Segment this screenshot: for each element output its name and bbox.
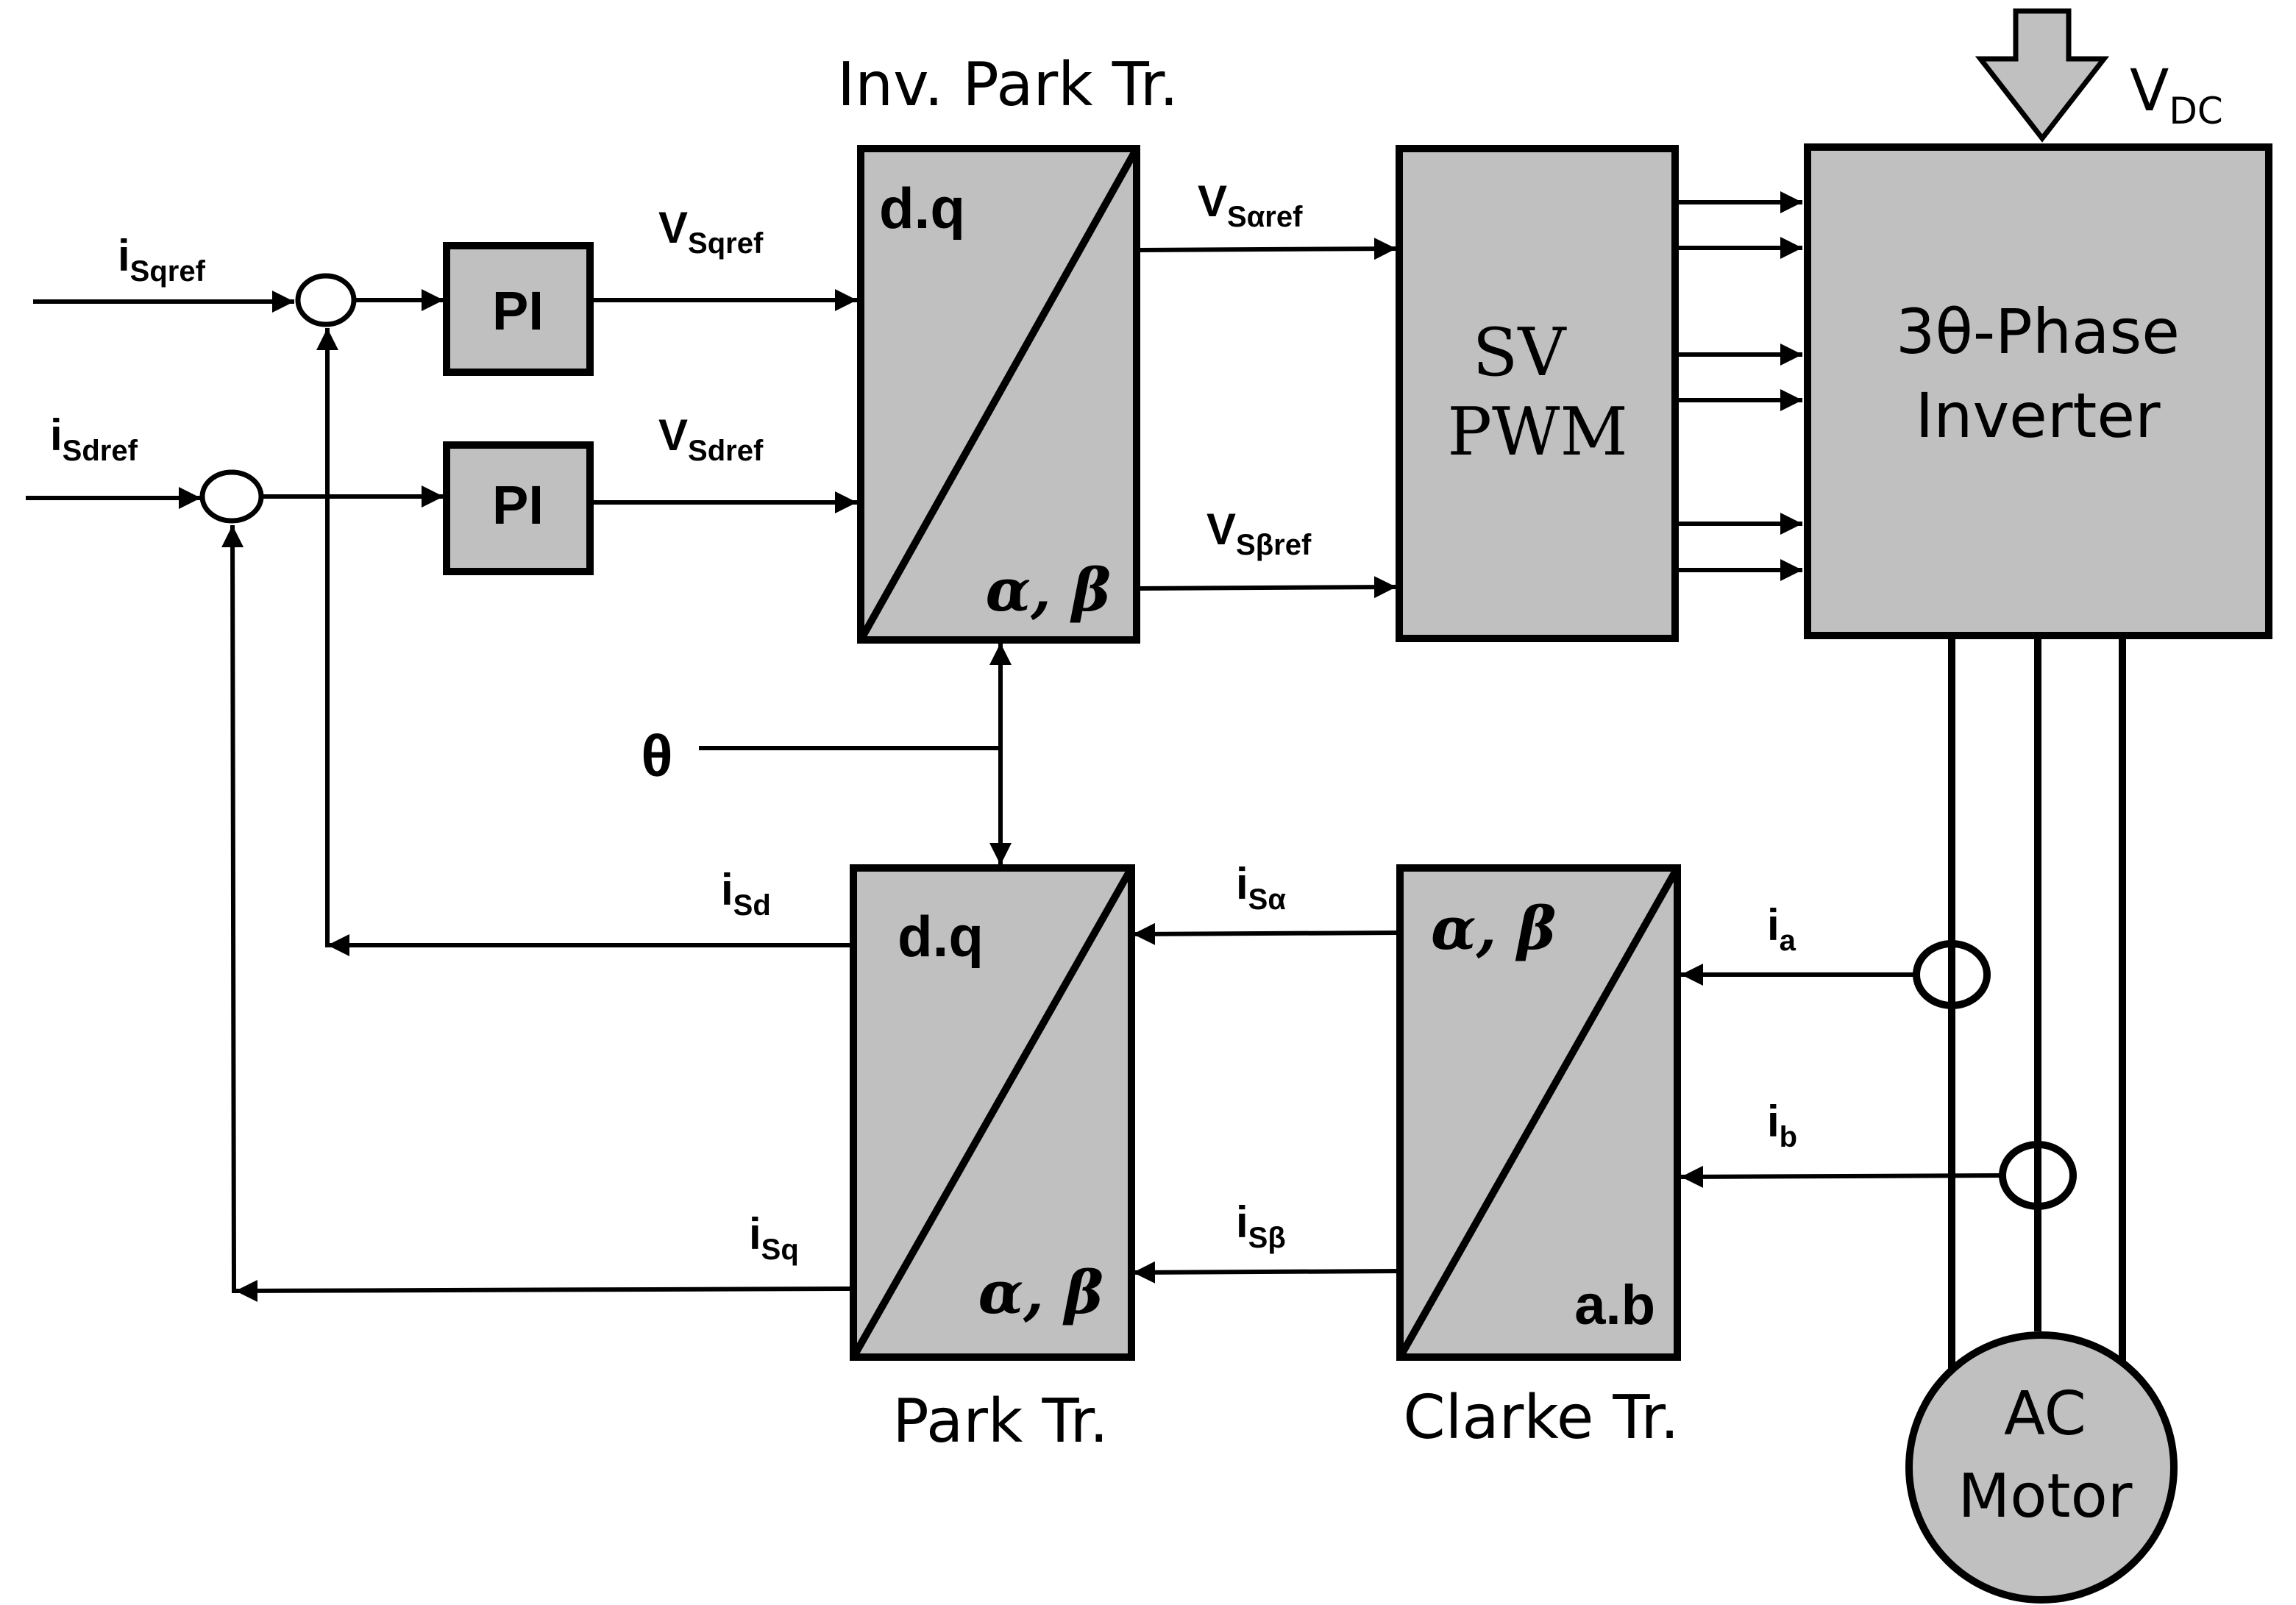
vsalpharef-line	[1136, 238, 1397, 260]
pi-q-label: PI	[492, 280, 544, 341]
inverter-line1: 3θ-Phase	[1896, 296, 2180, 368]
isd-label: iSd	[721, 865, 771, 922]
isalpha-line	[1132, 922, 1401, 945]
pi-block-d	[443, 441, 594, 575]
isd-feedback-line	[316, 328, 857, 947]
park-diagonal	[850, 866, 1135, 1359]
ib-label: ib	[1767, 1097, 1797, 1153]
vsbetaref-label: VSβref	[1206, 505, 1312, 561]
clarke-top-label: α, β	[1431, 894, 1556, 963]
motor-line2: Motor	[1958, 1462, 2133, 1531]
theta-label: θ	[641, 723, 672, 789]
inv-park-bottom-label: α, β	[986, 555, 1111, 624]
ib-line	[1680, 1165, 2002, 1188]
inverter-block	[1804, 143, 2272, 639]
sum-junction-d	[199, 469, 264, 524]
svpwm-line1: SV	[1473, 314, 1568, 391]
motor-line1: AC	[2004, 1379, 2086, 1449]
vdc-label: VDC	[2130, 58, 2223, 132]
isbeta-label: iSβ	[1236, 1197, 1286, 1254]
isalpha-label: iSα	[1236, 859, 1286, 916]
park-caption: Park Tr.	[892, 1387, 1109, 1456]
isbeta-line	[1132, 1261, 1401, 1284]
isq-feedback-line	[221, 524, 854, 1294]
park-bottom-label: α, β	[978, 1258, 1103, 1327]
svpwm-line2: PWM	[1447, 394, 1627, 471]
vsqref-label: VSqref	[658, 203, 764, 260]
vsalpharef-label: VSαref	[1198, 177, 1303, 233]
pi-block-q	[443, 242, 594, 376]
ac-motor	[1905, 1331, 2178, 1604]
isqref-label: iSqref	[118, 231, 206, 288]
inv-park-diagonal	[857, 146, 1140, 642]
current-sensor-a	[1913, 940, 1991, 1009]
inv-park-top-label: d.q	[879, 176, 965, 241]
vsbetaref-line	[1136, 576, 1397, 599]
vsdref-label: VSdref	[658, 410, 764, 467]
clarke-bottom-label: a.b	[1574, 1274, 1655, 1337]
isdref-label: iSdref	[50, 410, 138, 467]
pi-d-label: PI	[492, 474, 544, 535]
park-top-label: d.q	[898, 904, 984, 969]
current-sensor-b	[1999, 1141, 2077, 1210]
vdc-arrow-icon	[1975, 8, 2110, 143]
svpwm-block	[1396, 145, 1679, 642]
clarke-diagonal	[1396, 866, 1681, 1359]
inv-park-caption: Inv. Park Tr.	[837, 50, 1179, 120]
isq-label: iSq	[749, 1209, 799, 1266]
inverter-line2: Inverter	[1915, 380, 2161, 452]
clarke-caption: Clarke Tr.	[1403, 1383, 1679, 1453]
sum-junction-q	[295, 273, 357, 327]
ia-label: ia	[1767, 900, 1796, 957]
